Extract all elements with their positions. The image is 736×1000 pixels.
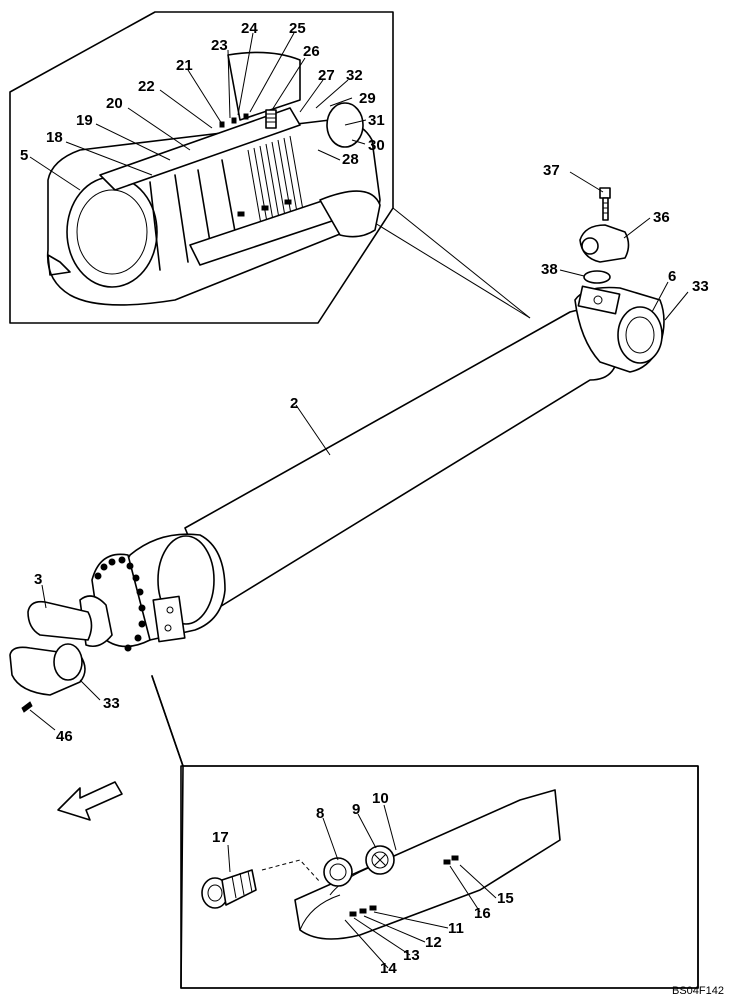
part-label-20: 20 bbox=[106, 95, 123, 112]
part-label-33-top: 33 bbox=[692, 278, 709, 295]
part-label-15: 15 bbox=[497, 890, 514, 907]
part-label-19: 19 bbox=[76, 112, 93, 129]
part-label-23: 23 bbox=[211, 37, 228, 54]
part-label-24: 24 bbox=[241, 20, 258, 37]
part-label-25: 25 bbox=[289, 20, 306, 37]
flange-bolts bbox=[94, 556, 146, 652]
thread-coils bbox=[247, 135, 305, 231]
part-label-12: 12 bbox=[425, 934, 442, 951]
part-label-11: 11 bbox=[448, 920, 464, 937]
port-detail-inset bbox=[151, 675, 699, 989]
plug-17 bbox=[201, 869, 257, 909]
part-label-8: 8 bbox=[316, 805, 324, 822]
part-label-27: 27 bbox=[318, 67, 335, 84]
part-label-28: 28 bbox=[342, 151, 359, 168]
part-number-labels: 24 25 23 26 21 22 27 32 29 20 19 31 18 3… bbox=[20, 20, 709, 977]
part-label-38: 38 bbox=[541, 261, 558, 278]
part-label-32: 32 bbox=[346, 67, 363, 84]
part-label-21: 21 bbox=[176, 57, 193, 74]
part-label-16: 16 bbox=[474, 905, 491, 922]
part-label-37: 37 bbox=[543, 162, 560, 179]
part-label-13: 13 bbox=[403, 947, 420, 964]
part-label-33-bottom: 33 bbox=[103, 695, 120, 712]
part-label-46: 46 bbox=[56, 728, 73, 745]
hydraulic-cylinder bbox=[9, 171, 689, 731]
part-label-30: 30 bbox=[368, 137, 385, 154]
part-label-22: 22 bbox=[138, 78, 155, 95]
part-label-6: 6 bbox=[668, 268, 676, 285]
part-label-2: 2 bbox=[290, 395, 298, 412]
part-label-9: 9 bbox=[352, 801, 360, 818]
part-label-14: 14 bbox=[380, 960, 397, 977]
part-label-36: 36 bbox=[653, 209, 670, 226]
drawing-reference-code: BS04F142 bbox=[672, 985, 724, 997]
part-label-3: 3 bbox=[34, 571, 42, 588]
direction-arrow bbox=[57, 781, 123, 821]
part-label-29: 29 bbox=[359, 90, 376, 107]
part-label-5: 5 bbox=[20, 147, 28, 164]
part-label-31: 31 bbox=[368, 112, 385, 129]
part-label-10: 10 bbox=[372, 790, 389, 807]
piston-detail-inset bbox=[9, 11, 531, 324]
part-label-18: 18 bbox=[46, 129, 63, 146]
part-label-17: 17 bbox=[212, 829, 229, 846]
part-label-26: 26 bbox=[303, 43, 320, 60]
